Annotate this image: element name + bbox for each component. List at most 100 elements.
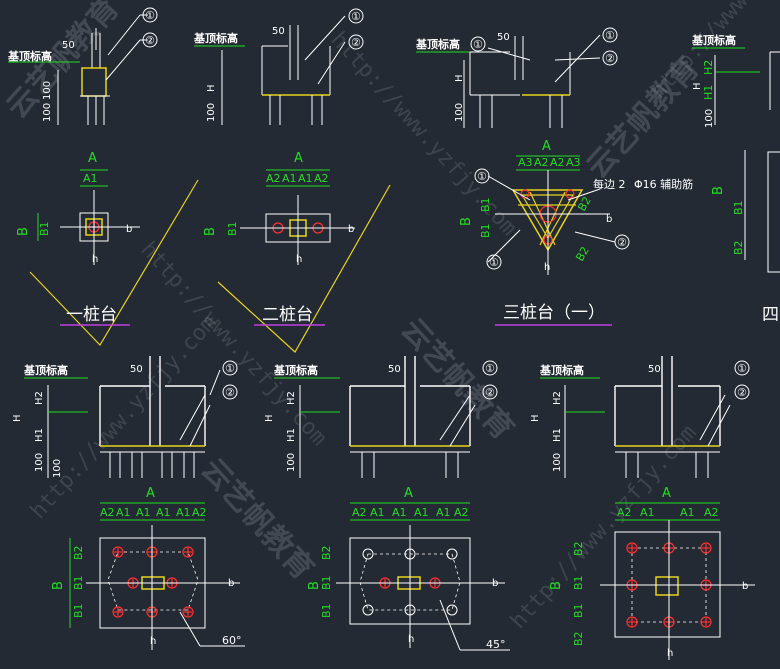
dim-H: H: [692, 82, 703, 90]
watermark-url: http://www.yzfjy.com: [136, 237, 332, 451]
dim-B2: B2: [575, 194, 594, 213]
dim-50: 50: [388, 364, 401, 375]
callout-1: ①: [737, 362, 747, 375]
rebar-note: 每边 2: [593, 177, 626, 191]
plan-three-pile: A A3 A2 A2 A3 B B1 B1 B2 B2 b h ① ① ②: [459, 139, 693, 326]
dim-b: b: [492, 578, 498, 589]
dim-b: b: [126, 224, 132, 235]
dim-50: 50: [648, 364, 661, 375]
section-one-pile: 基顶标高 50 ① ② 100 100: [7, 7, 158, 125]
dim-A: A: [662, 486, 671, 501]
dim-H2: H2: [34, 391, 45, 405]
dim-A: A: [404, 486, 413, 501]
dim-B1: B1: [479, 197, 492, 212]
dim-H: H: [264, 414, 275, 422]
dim-B: B: [51, 581, 66, 590]
dim-A: A: [542, 139, 551, 154]
dim-B1: B1: [732, 200, 745, 215]
dim-H: H: [530, 414, 541, 422]
dim-100: 100: [34, 453, 45, 472]
callout-1: ①: [351, 10, 361, 23]
dim-A2: A2: [352, 506, 367, 519]
watermark-url: http://www.yzfjy.com: [326, 27, 522, 241]
plan-two-pile: A A2 A1 A1 A2 B B1 b h 二桩台: [203, 151, 391, 353]
dim-B: B: [203, 227, 218, 236]
rebar-note-code: Φ16 辅助筋: [634, 177, 693, 191]
dim-B: B: [307, 581, 322, 590]
dim-A1: A1: [392, 506, 407, 519]
dim-B: B: [459, 217, 474, 226]
callout-2: ②: [225, 386, 235, 399]
section-multi-pile-b: 基顶标高 50 ① ② H H2 H1 100: [264, 356, 498, 478]
dim-h: h: [296, 254, 302, 265]
dim-A2: A2: [550, 156, 565, 169]
callout-1: ①: [605, 29, 615, 42]
dim-B2: B2: [572, 541, 585, 556]
dim-B1: B1: [38, 221, 51, 236]
section-multi-pile-a: 基顶标高 50 ① ② H H2 H1 100 100: [12, 356, 238, 478]
dim-A2: A2: [192, 506, 207, 519]
dim-50: 50: [497, 32, 510, 43]
dim-50: 50: [130, 364, 143, 375]
caption-two-pile: 二桩台: [262, 305, 313, 325]
dim-H1: H1: [34, 428, 45, 442]
dim-B1: B1: [72, 575, 85, 590]
dim-H2: H2: [702, 60, 715, 75]
plan-multi-pile-c: A A2 A1 A1 A2 B B2 B1 B1 B2 b h: [549, 486, 755, 660]
dim-B1: B1: [72, 603, 85, 618]
elevation-label: 基顶标高: [691, 33, 736, 47]
dim-A1: A1: [282, 172, 297, 185]
section-four-pile-partial: 基顶标高 H2 H1 H 100: [691, 33, 780, 128]
section-two-pile: 基顶标高 50 ① ② 100 H: [193, 8, 364, 125]
plan-multi-pile-b: A A2 A1 A1 A1 A1 A2 B B2 B1 B1 b h 45°: [307, 486, 510, 651]
dim-100: 100: [704, 109, 715, 128]
dim-A1: A1: [156, 506, 171, 519]
dim-100: 100: [52, 459, 63, 478]
dim-50: 50: [272, 26, 285, 37]
dim-h: h: [92, 254, 98, 265]
callout-2: ②: [351, 36, 361, 49]
plan-multi-pile-a: A A2 A1 A1 A1 A1 A2 B B2 B1 B1 b h 60°: [51, 486, 245, 650]
dim-H2: H2: [552, 391, 563, 405]
plan-four-pile-partial: B B1 B2 四: [711, 150, 780, 325]
elevation-label: 基顶标高: [193, 31, 238, 45]
elevation-label: 基顶标高: [539, 363, 584, 377]
dim-A2: A2: [100, 506, 115, 519]
dim-B: B: [16, 227, 31, 236]
dim-A1: A1: [83, 172, 98, 185]
dim-100: 100: [42, 103, 53, 122]
dim-A2: A2: [704, 506, 719, 519]
callout-1: ①: [489, 256, 499, 269]
callout-2: ②: [145, 34, 155, 47]
dim-100: 100: [286, 453, 297, 472]
angle-60: 60°: [222, 634, 242, 647]
callout-2: ②: [605, 52, 615, 65]
dim-B2: B2: [732, 240, 745, 255]
dim-B1: B1: [572, 603, 585, 618]
plan-one-pile: A A1 B B1 b h 一桩台: [16, 151, 199, 346]
dim-100: 100: [454, 103, 465, 122]
dim-B1: B1: [226, 221, 239, 236]
dim-A1: A1: [136, 506, 151, 519]
dim-A: A: [294, 151, 303, 166]
dim-B: B: [711, 186, 726, 195]
callout-1: ①: [145, 9, 155, 22]
dim-B1: B1: [572, 575, 585, 590]
dim-b: b: [606, 214, 612, 225]
callout-2: ②: [485, 386, 495, 399]
dim-A2: A2: [454, 506, 469, 519]
dim-A: A: [88, 151, 97, 166]
dim-A1: A1: [640, 506, 655, 519]
dim-100: 100: [42, 81, 53, 100]
dim-100: 100: [206, 103, 217, 122]
dim-50: 50: [62, 40, 75, 51]
callout-1: ①: [473, 38, 483, 51]
dim-B2: B2: [320, 545, 333, 560]
callout-1: ①: [225, 362, 235, 375]
callout-1: ①: [477, 170, 487, 183]
watermark-brand: 云艺帆教育: [394, 312, 520, 447]
dim-H1: H1: [286, 428, 297, 442]
angle-45: 45°: [486, 638, 506, 651]
dim-A1: A1: [116, 506, 131, 519]
